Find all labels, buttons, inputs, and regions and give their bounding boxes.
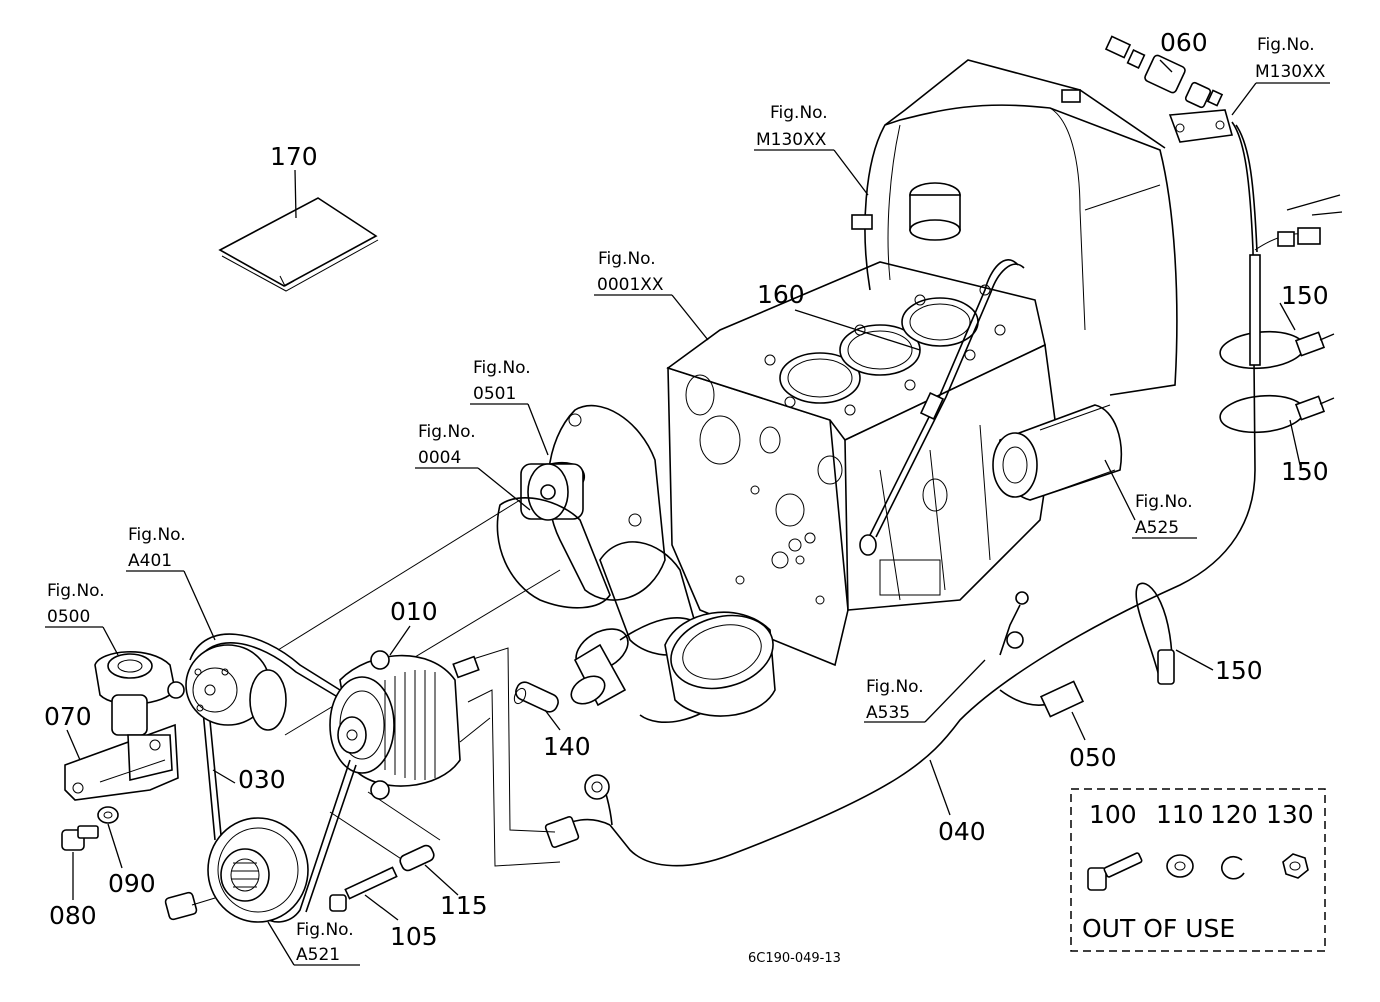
pto-shaft-assembly	[570, 617, 721, 723]
label-050: 050	[1069, 743, 1117, 772]
nut-130	[1282, 853, 1309, 879]
label-160: 160	[757, 280, 805, 309]
crank-pulley	[164, 817, 309, 923]
fig-prefix-a525: Fig.No.	[1135, 492, 1193, 512]
label-170: 170	[270, 142, 318, 171]
fig-prefix-0500: Fig.No.	[47, 581, 105, 601]
label-010: 010	[390, 597, 438, 626]
fig-prefix-m130xx-left: Fig.No.	[770, 103, 828, 123]
washer-110	[1166, 854, 1194, 878]
label-030: 030	[238, 765, 286, 794]
bolt-080	[61, 825, 99, 900]
fig-ref-0500: 0500	[47, 607, 90, 627]
fig-prefix-0501: Fig.No.	[473, 358, 531, 378]
bolt-100	[1087, 852, 1143, 891]
fig-prefix-0004: Fig.No.	[418, 422, 476, 442]
fig-ref-a401: A401	[128, 551, 172, 571]
thermostat-housing	[94, 651, 185, 736]
fig-ref-0001xx: 0001XX	[597, 275, 664, 295]
fan-pulley	[185, 644, 287, 731]
water-pump-assembly	[496, 404, 701, 656]
out-of-use-label: OUT OF USE	[1082, 914, 1235, 943]
label-105: 105	[390, 922, 438, 951]
label-150-bottom: 150	[1215, 656, 1263, 685]
starter-motor	[992, 404, 1136, 521]
figure-reference-labels: Fig.No. M130XX Fig.No. M130XX Fig.No. 00…	[47, 35, 1326, 965]
spacer-tube-140	[513, 681, 561, 731]
fig-ref-0004: 0004	[418, 448, 461, 468]
label-120: 120	[1210, 800, 1258, 829]
label-150-top: 150	[1281, 281, 1329, 310]
label-150-mid: 150	[1281, 457, 1329, 486]
sleeve-115	[399, 844, 459, 896]
lock-washer-120	[1221, 855, 1245, 880]
fig-prefix-a521: Fig.No.	[296, 920, 354, 940]
label-110: 110	[1156, 800, 1204, 829]
label-080: 080	[49, 901, 97, 930]
cable-ties-150	[1135, 330, 1335, 685]
fig-prefix-a535: Fig.No.	[866, 677, 924, 697]
sender-switch-060	[1104, 35, 1234, 143]
label-040: 040	[938, 817, 986, 846]
part-number-labels: 170 060 160 150 150 150 010 070 030 140 …	[44, 28, 1329, 951]
fig-ref-0501: 0501	[473, 384, 516, 404]
bracket-070	[64, 723, 179, 801]
label-060: 060	[1160, 28, 1208, 57]
fig-ref-a535: A535	[866, 703, 910, 723]
out-of-use-box	[1070, 788, 1326, 952]
fig-prefix-0001xx: Fig.No.	[598, 249, 656, 269]
fig-ref-m130xx-top: M130XX	[1255, 62, 1326, 82]
oil-filter	[664, 611, 776, 717]
engine-block	[666, 261, 1056, 667]
wiring-harness-040	[544, 121, 1343, 867]
drawing-code: 6C190-049-13	[748, 951, 841, 966]
label-140: 140	[543, 732, 591, 761]
manual-sheet-170	[218, 169, 379, 292]
fig-ref-m130xx-left: M130XX	[756, 130, 827, 150]
fig-ref-a521: A521	[296, 945, 340, 965]
washer-090	[97, 806, 123, 869]
radiator-shroud	[851, 59, 1178, 396]
label-115: 115	[440, 891, 488, 920]
alternator-010	[329, 625, 480, 800]
figure-leader-lines	[45, 59, 1330, 966]
label-100: 100	[1089, 800, 1137, 829]
label-090: 090	[108, 869, 156, 898]
assembly-guide-lines	[277, 499, 561, 869]
fig-prefix-m130xx-top: Fig.No.	[1257, 35, 1315, 55]
dipstick-160	[794, 259, 1025, 556]
fig-prefix-a401: Fig.No.	[128, 525, 186, 545]
label-070: 070	[44, 702, 92, 731]
fig-ref-a525: A525	[1135, 518, 1179, 538]
bolt-105	[329, 866, 399, 921]
label-130: 130	[1266, 800, 1314, 829]
